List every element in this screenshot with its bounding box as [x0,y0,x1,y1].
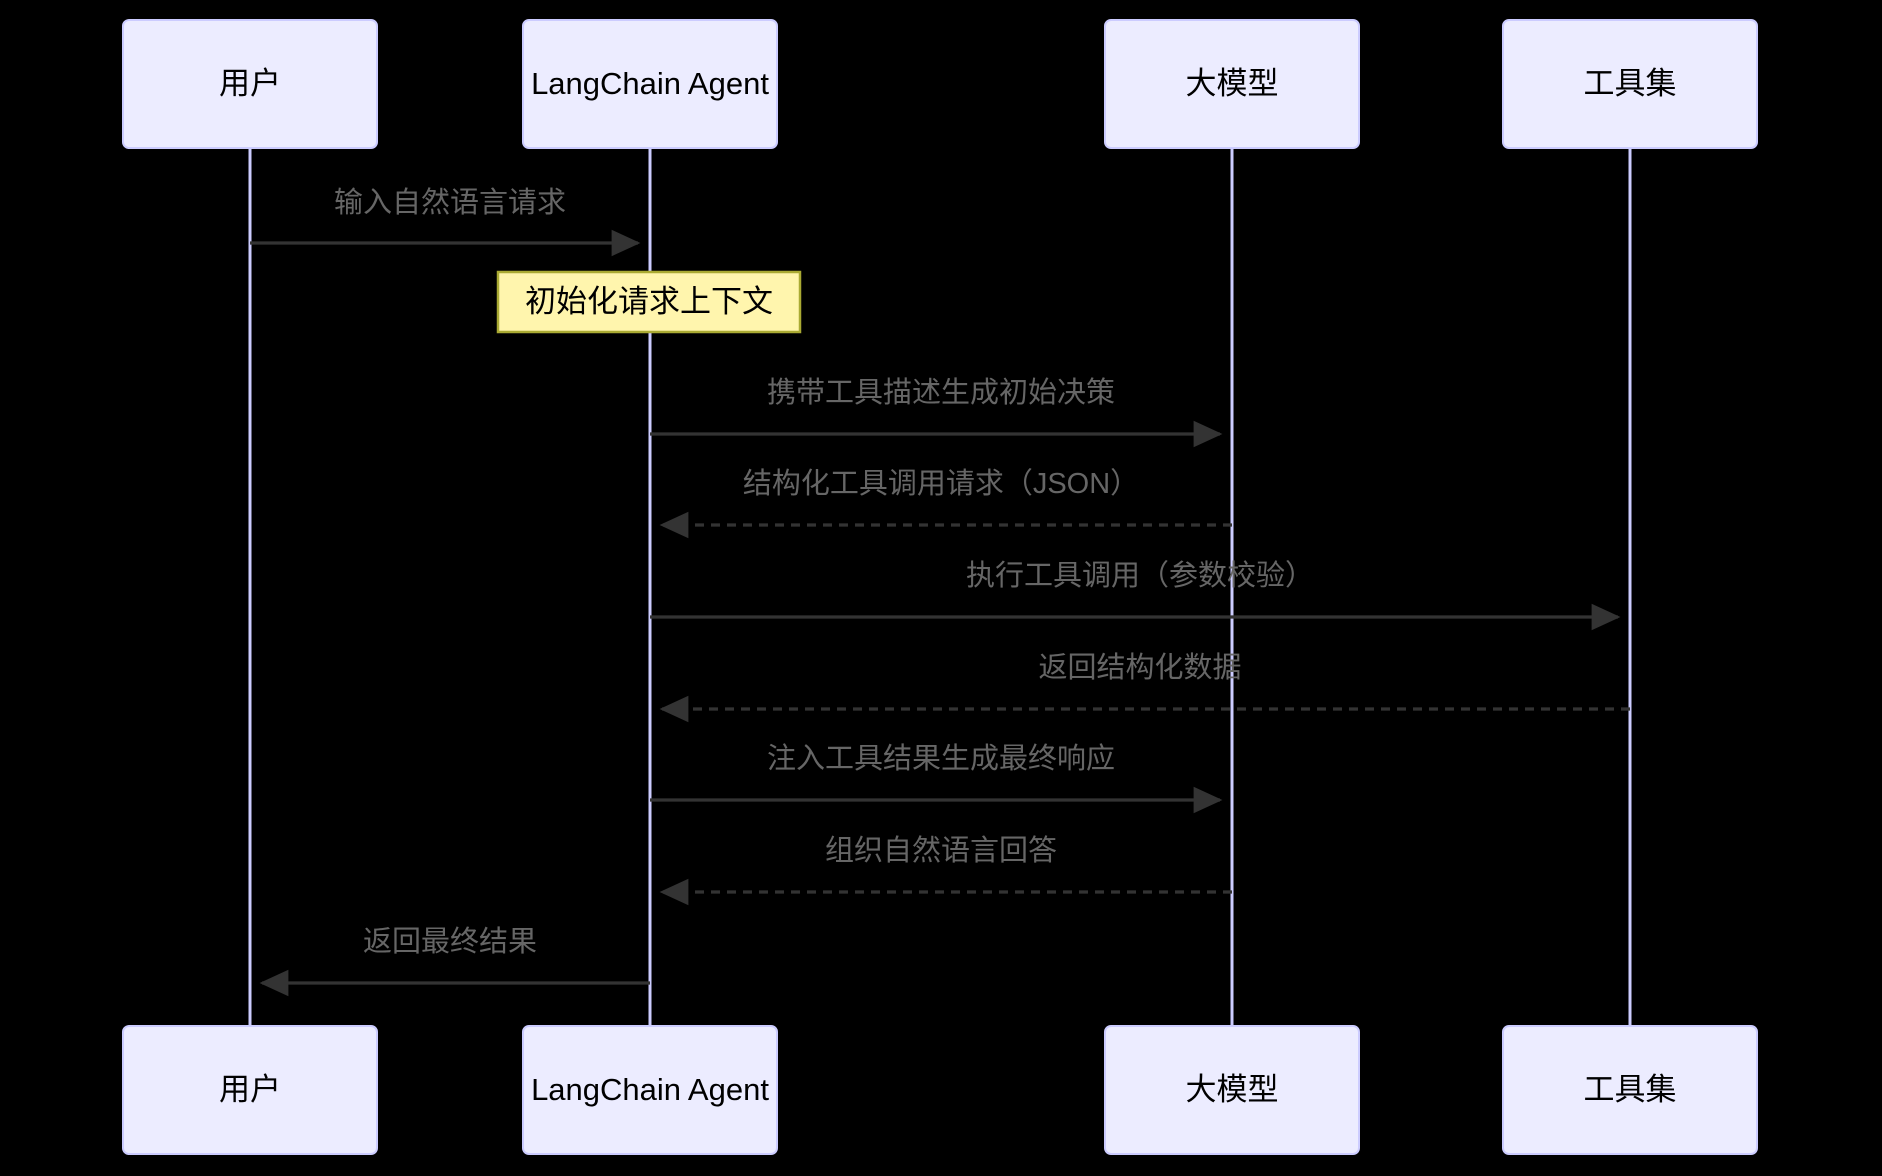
lifelines-group [248,148,1632,1026]
message-label: 结构化工具调用请求（JSON） [743,467,1139,500]
actor-label: 工具集 [1584,1072,1677,1107]
actor-agent-top[interactable]: LangChain Agent [522,19,778,149]
message-label: 注入工具结果生成最终响应 [767,742,1115,775]
actor-label: 大模型 [1186,1072,1279,1107]
actor-boxes-top: 用户 LangChain Agent 大模型 工具集 [122,19,1758,149]
message-label: 输入自然语言请求 [334,186,566,219]
actor-box [122,19,378,149]
actor-box [1502,19,1758,149]
actor-tools-top[interactable]: 工具集 [1502,19,1758,149]
actor-label: 工具集 [1584,66,1677,101]
actor-box [522,1025,778,1155]
actor-tools-bottom[interactable]: 工具集 [1502,1025,1758,1155]
actor-box [122,1025,378,1155]
actor-label: LangChain Agent [531,1072,769,1107]
actor-box [1104,1025,1360,1155]
actor-box [1502,1025,1758,1155]
note-box [496,270,802,334]
actor-user-top[interactable]: 用户 [122,19,378,149]
message-m5: 返回结构化数据 [659,651,1630,723]
actor-llm-top[interactable]: 大模型 [1104,19,1360,149]
note-note-init-context: 初始化请求上下文 [496,270,802,334]
actor-box [522,19,778,149]
message-m7: 组织自然语言回答 [659,834,1232,906]
actor-llm-bottom[interactable]: 大模型 [1104,1025,1360,1155]
message-m4: 执行工具调用（参数校验） [650,559,1621,631]
actor-label: 用户 [219,66,281,101]
message-m2: 携带工具描述生成初始决策 [650,376,1223,448]
message-label: 携带工具描述生成初始决策 [767,376,1115,409]
message-label: 执行工具调用（参数校验） [966,559,1314,592]
message-label: 返回结构化数据 [1038,651,1241,684]
actor-label: 大模型 [1186,66,1279,101]
message-m1: 输入自然语言请求 [250,186,641,257]
message-label: 返回最终结果 [363,925,537,958]
message-m3: 结构化工具调用请求（JSON） [659,467,1232,539]
note-label: 初始化请求上下文 [525,284,773,319]
actor-box [1104,19,1360,149]
actor-label: 用户 [219,1072,281,1107]
actor-user-bottom[interactable]: 用户 [122,1025,378,1155]
message-label: 组织自然语言回答 [825,834,1057,867]
message-m8: 返回最终结果 [259,925,650,997]
notes-group: 初始化请求上下文 [496,270,802,334]
actor-boxes-bottom: 用户 LangChain Agent 大模型 工具集 [122,1025,1758,1155]
message-m6: 注入工具结果生成最终响应 [650,742,1223,814]
actor-agent-bottom[interactable]: LangChain Agent [522,1025,778,1155]
actor-label: LangChain Agent [531,66,769,101]
